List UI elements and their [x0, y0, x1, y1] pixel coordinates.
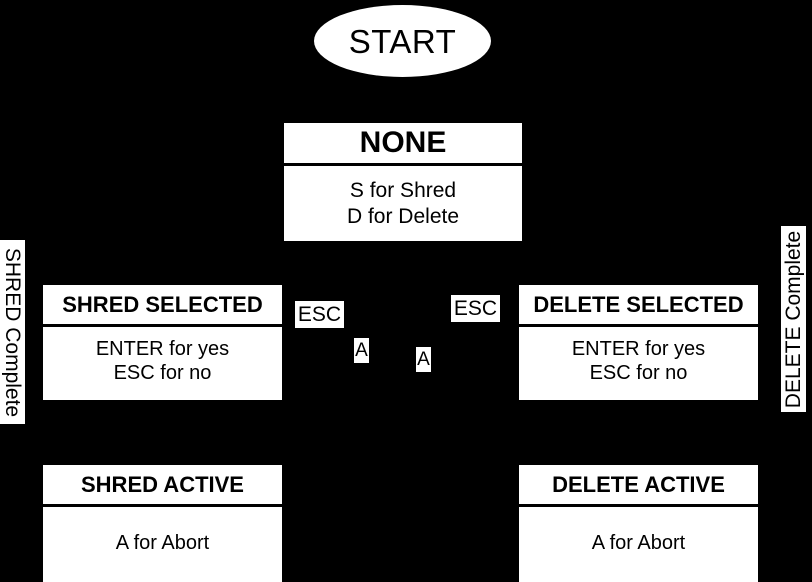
state-body-line: ENTER for yes	[95, 338, 230, 360]
state-body-line: A for Abort	[591, 532, 686, 554]
state-node-shred-active[interactable]: SHRED ACTIVE A for Abort	[43, 465, 282, 582]
edge-label-delete-complete-text: DELETE Complete	[782, 230, 805, 408]
state-body-line: ESC for no	[589, 362, 688, 385]
edge-label-esc-shred: ESC	[295, 301, 344, 328]
edge-label-delete-complete: DELETE Complete	[781, 226, 806, 412]
state-title-none: NONE	[284, 123, 522, 166]
start-node[interactable]: START	[314, 5, 491, 77]
state-body-delete-active: A for Abort	[519, 507, 758, 582]
start-node-label: START	[348, 22, 457, 60]
edge-label-abort-delete: A	[416, 347, 431, 372]
state-body-line: ESC for no	[113, 362, 212, 385]
state-node-shred-selected[interactable]: SHRED SELECTED ENTER for yes ESC for no	[43, 285, 282, 400]
edge-label-esc-delete: ESC	[451, 295, 500, 322]
state-title-delete-selected: DELETE SELECTED	[519, 285, 758, 327]
state-title-shred-selected: SHRED SELECTED	[43, 285, 282, 327]
edge-label-shred-complete: SHRED Complete	[0, 240, 25, 424]
state-body-none: S for Shred D for Delete	[284, 166, 522, 241]
state-body-line: A for Abort	[115, 532, 210, 554]
edge-delete-selected-to-delete-active	[638, 400, 640, 465]
state-title-delete-active: DELETE ACTIVE	[519, 465, 758, 507]
state-node-none[interactable]: NONE S for Shred D for Delete	[284, 123, 522, 241]
state-node-delete-active[interactable]: DELETE ACTIVE A for Abort	[519, 465, 758, 582]
edge-none-to-shred-selected	[162, 241, 164, 285]
state-node-delete-selected[interactable]: DELETE SELECTED ENTER for yes ESC for no	[519, 285, 758, 400]
state-body-shred-active: A for Abort	[43, 507, 282, 582]
edge-shred-selected-to-shred-active	[162, 400, 164, 465]
state-body-delete-selected: ENTER for yes ESC for no	[519, 327, 758, 400]
edge-none-to-delete-selected	[638, 241, 640, 285]
state-body-line: ENTER for yes	[571, 338, 706, 360]
edge-label-shred-complete-text: SHRED Complete	[1, 247, 25, 417]
edge-start-to-none	[402, 80, 404, 123]
state-body-shred-selected: ENTER for yes ESC for no	[43, 327, 282, 400]
state-body-line: D for Delete	[346, 204, 460, 228]
state-title-shred-active: SHRED ACTIVE	[43, 465, 282, 507]
state-body-line: S for Shred	[349, 179, 457, 202]
edge-label-abort-shred: A	[354, 338, 369, 363]
